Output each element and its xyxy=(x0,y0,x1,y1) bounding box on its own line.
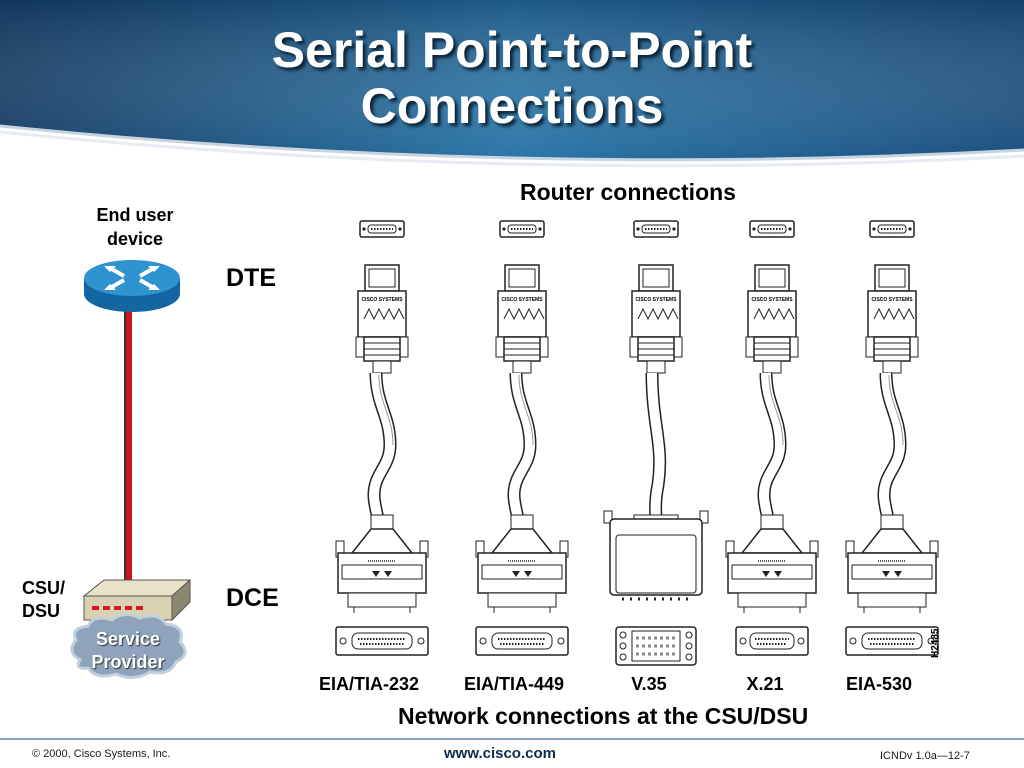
csu-dsu-icon xyxy=(82,578,192,622)
slide-title: Serial Point-to-Point Connections xyxy=(0,22,1024,134)
dte-label: DTE xyxy=(226,264,276,292)
csu-dsu-label: CSU/ DSU xyxy=(22,578,66,621)
dce-label: DCE xyxy=(226,584,279,612)
cable-x21 xyxy=(725,220,819,656)
cable-eia-530 xyxy=(845,220,939,656)
topology-graphic xyxy=(70,260,192,679)
service-provider-label: Service Provider xyxy=(91,629,165,672)
standard-label-x21: X.21 xyxy=(746,674,784,694)
standard-label-v35: V.35 xyxy=(631,674,667,694)
end-user-device-label: End user device xyxy=(96,205,174,249)
footer-copyright: © 2000, Cisco Systems, Inc. xyxy=(32,748,171,760)
figure-code: H2485 xyxy=(930,628,941,658)
cable-assemblies: CISCO SYSTEMS xyxy=(335,220,939,666)
router-icon xyxy=(84,260,180,312)
title-line-2: Connections xyxy=(360,78,664,134)
router-connections-label: Router connections xyxy=(520,179,736,205)
standard-label-eia-tia-232: EIA/TIA-232 xyxy=(318,674,420,694)
title-line-1: Serial Point-to-Point xyxy=(271,22,753,78)
title-banner xyxy=(0,0,1024,168)
cable-eia-tia-449 xyxy=(475,220,569,656)
standard-label-eia-tia-449: EIA/TIA-449 xyxy=(463,674,565,694)
serial-link-line xyxy=(126,298,132,593)
cable-v35 xyxy=(603,220,709,666)
network-connections-label: Network connections at the CSU/DSU xyxy=(398,703,809,729)
footer-website-link[interactable]: www.cisco.com xyxy=(444,745,556,762)
cable-eia-tia-232 xyxy=(335,220,429,656)
footer-course-code: ICNDv 1.0a—12-7 xyxy=(880,750,970,762)
standard-label-eia-530: EIA-530 xyxy=(845,674,913,694)
footer-divider xyxy=(0,738,1024,740)
service-provider-cloud-icon xyxy=(70,613,187,679)
